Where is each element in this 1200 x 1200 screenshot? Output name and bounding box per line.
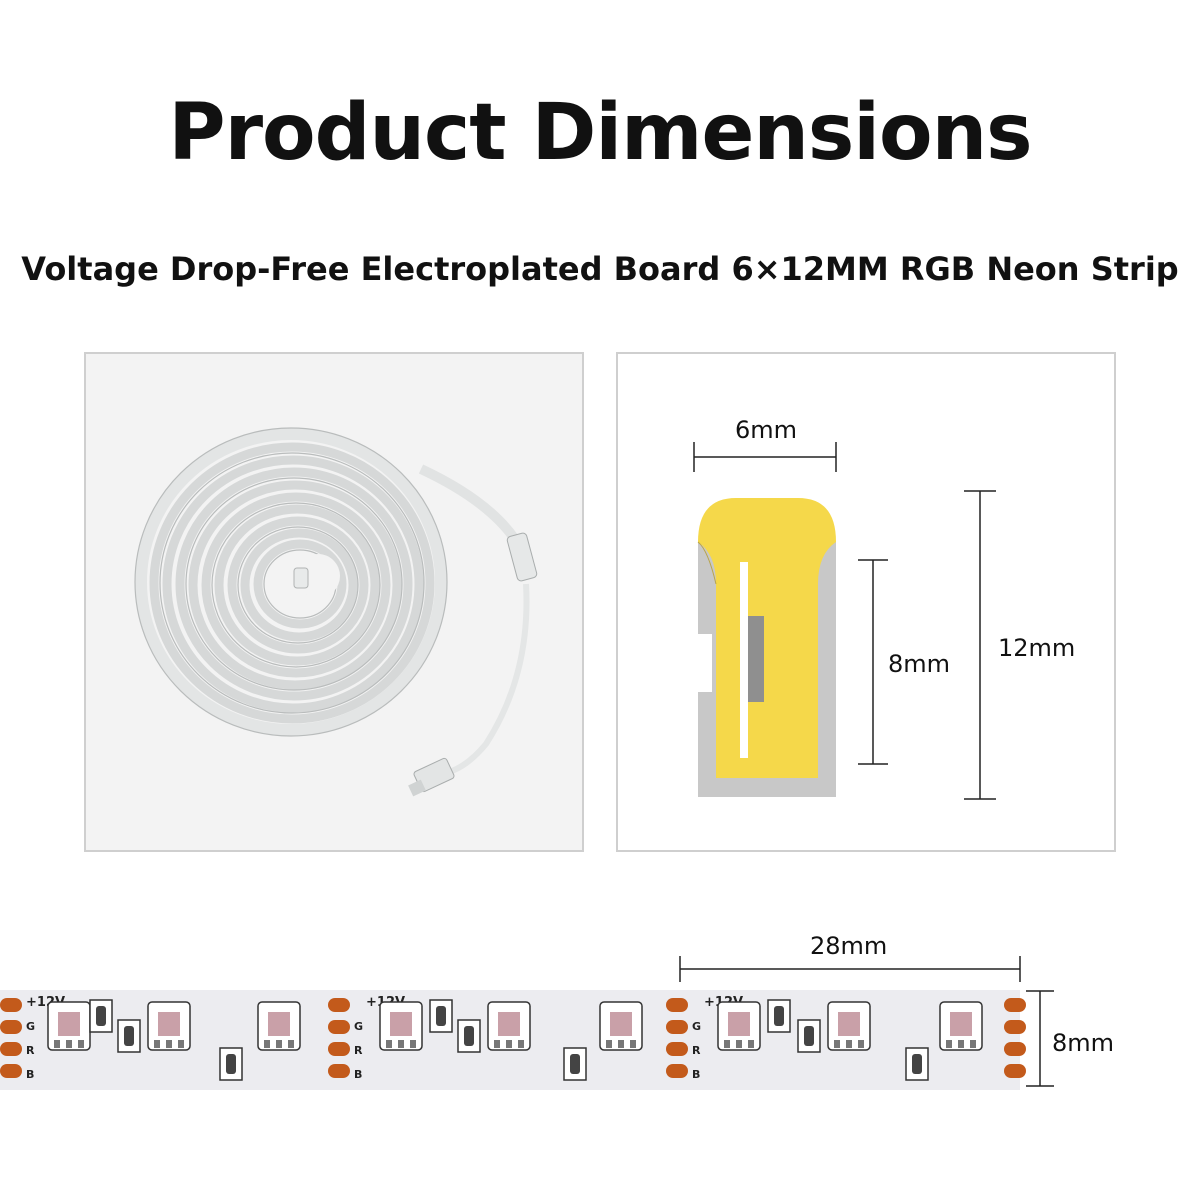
solder-pad xyxy=(666,1064,688,1078)
strip-width-dimension-line xyxy=(1026,990,1054,1087)
channel-r-label: R xyxy=(354,1044,363,1057)
led-pin xyxy=(748,1040,754,1048)
led-pin xyxy=(410,1040,416,1048)
solder-pad xyxy=(666,1042,688,1056)
cross-section-panel: 6mm 8mm 12mm xyxy=(616,352,1116,852)
led-pin xyxy=(54,1040,60,1048)
led-pin xyxy=(946,1040,952,1048)
resistor-body xyxy=(464,1026,474,1046)
led-pin xyxy=(606,1040,612,1048)
led-pin xyxy=(846,1040,852,1048)
solder-pad xyxy=(0,1064,22,1078)
channel-g-label: G xyxy=(354,1020,363,1033)
resistor-body xyxy=(226,1054,236,1074)
led-pin xyxy=(518,1040,524,1048)
solder-pad xyxy=(666,1020,688,1034)
strip-width-label: 8mm xyxy=(1052,1029,1115,1057)
solder-pad xyxy=(1004,1042,1026,1056)
solder-pad xyxy=(328,998,350,1012)
led-pin xyxy=(398,1040,404,1048)
cross-section-diagram xyxy=(693,442,996,800)
solder-pad xyxy=(1004,1064,1026,1078)
led-pin xyxy=(494,1040,500,1048)
page-title: Product Dimensions xyxy=(168,88,1032,178)
total-height-label: 12mm xyxy=(998,634,1076,662)
resistor-body xyxy=(124,1026,134,1046)
channel-r-label: R xyxy=(692,1044,701,1057)
inner-height-label: 8mm xyxy=(888,650,951,678)
led-pin xyxy=(736,1040,742,1048)
resistor-body xyxy=(570,1054,580,1074)
channel-b-label: B xyxy=(354,1068,362,1081)
led-pin xyxy=(264,1040,270,1048)
solder-pad xyxy=(0,998,22,1012)
coiled-strip-photo xyxy=(84,352,584,852)
channel-g-label: G xyxy=(692,1020,701,1033)
inner-height-dimension-line xyxy=(858,559,888,765)
resistor-body xyxy=(912,1054,922,1074)
led-pin xyxy=(66,1040,72,1048)
led-pin xyxy=(724,1040,730,1048)
led-diode xyxy=(728,1012,750,1036)
solder-pad xyxy=(0,1042,22,1056)
solder-pad xyxy=(1004,998,1026,1012)
channel-g-label: G xyxy=(26,1020,35,1033)
led-pin xyxy=(618,1040,624,1048)
led-diode xyxy=(268,1012,290,1036)
led-diode xyxy=(498,1012,520,1036)
led-pin xyxy=(858,1040,864,1048)
solder-pad xyxy=(328,1064,350,1078)
width-label: 6mm xyxy=(735,416,798,444)
led-diode xyxy=(58,1012,80,1036)
page-subtitle: Voltage Drop-Free Electroplated Board 6×… xyxy=(21,250,1179,288)
led-pin xyxy=(166,1040,172,1048)
led-pin xyxy=(506,1040,512,1048)
resistor-body xyxy=(96,1006,106,1026)
channel-r-label: R xyxy=(26,1044,35,1057)
led-diode xyxy=(390,1012,412,1036)
solder-pad xyxy=(0,1020,22,1034)
strip-length-label: 28mm xyxy=(810,932,888,960)
led-pin xyxy=(630,1040,636,1048)
pcb-board xyxy=(740,562,748,758)
resistor-body xyxy=(774,1006,784,1026)
resistor-body xyxy=(804,1026,814,1046)
led-pin xyxy=(178,1040,184,1048)
led-chip xyxy=(748,616,764,702)
solder-pad xyxy=(666,998,688,1012)
led-pin xyxy=(154,1040,160,1048)
led-pin xyxy=(276,1040,282,1048)
solder-pad xyxy=(1004,1020,1026,1034)
channel-b-label: B xyxy=(26,1068,34,1081)
led-pin xyxy=(970,1040,976,1048)
coiled-strip-illustration xyxy=(134,427,538,797)
led-diode xyxy=(950,1012,972,1036)
solder-pad xyxy=(328,1020,350,1034)
solder-pad xyxy=(328,1042,350,1056)
led-pin xyxy=(386,1040,392,1048)
lens-core xyxy=(698,498,836,778)
led-diode xyxy=(610,1012,632,1036)
led-diode xyxy=(838,1012,860,1036)
led-pin xyxy=(958,1040,964,1048)
led-pin xyxy=(78,1040,84,1048)
led-diode xyxy=(158,1012,180,1036)
led-pin xyxy=(834,1040,840,1048)
resistor-body xyxy=(436,1006,446,1026)
total-height-dimension-line xyxy=(964,490,996,800)
channel-b-label: B xyxy=(692,1068,700,1081)
length-dimension-line xyxy=(679,956,1021,982)
led-pin xyxy=(288,1040,294,1048)
width-dimension-line xyxy=(693,442,837,472)
